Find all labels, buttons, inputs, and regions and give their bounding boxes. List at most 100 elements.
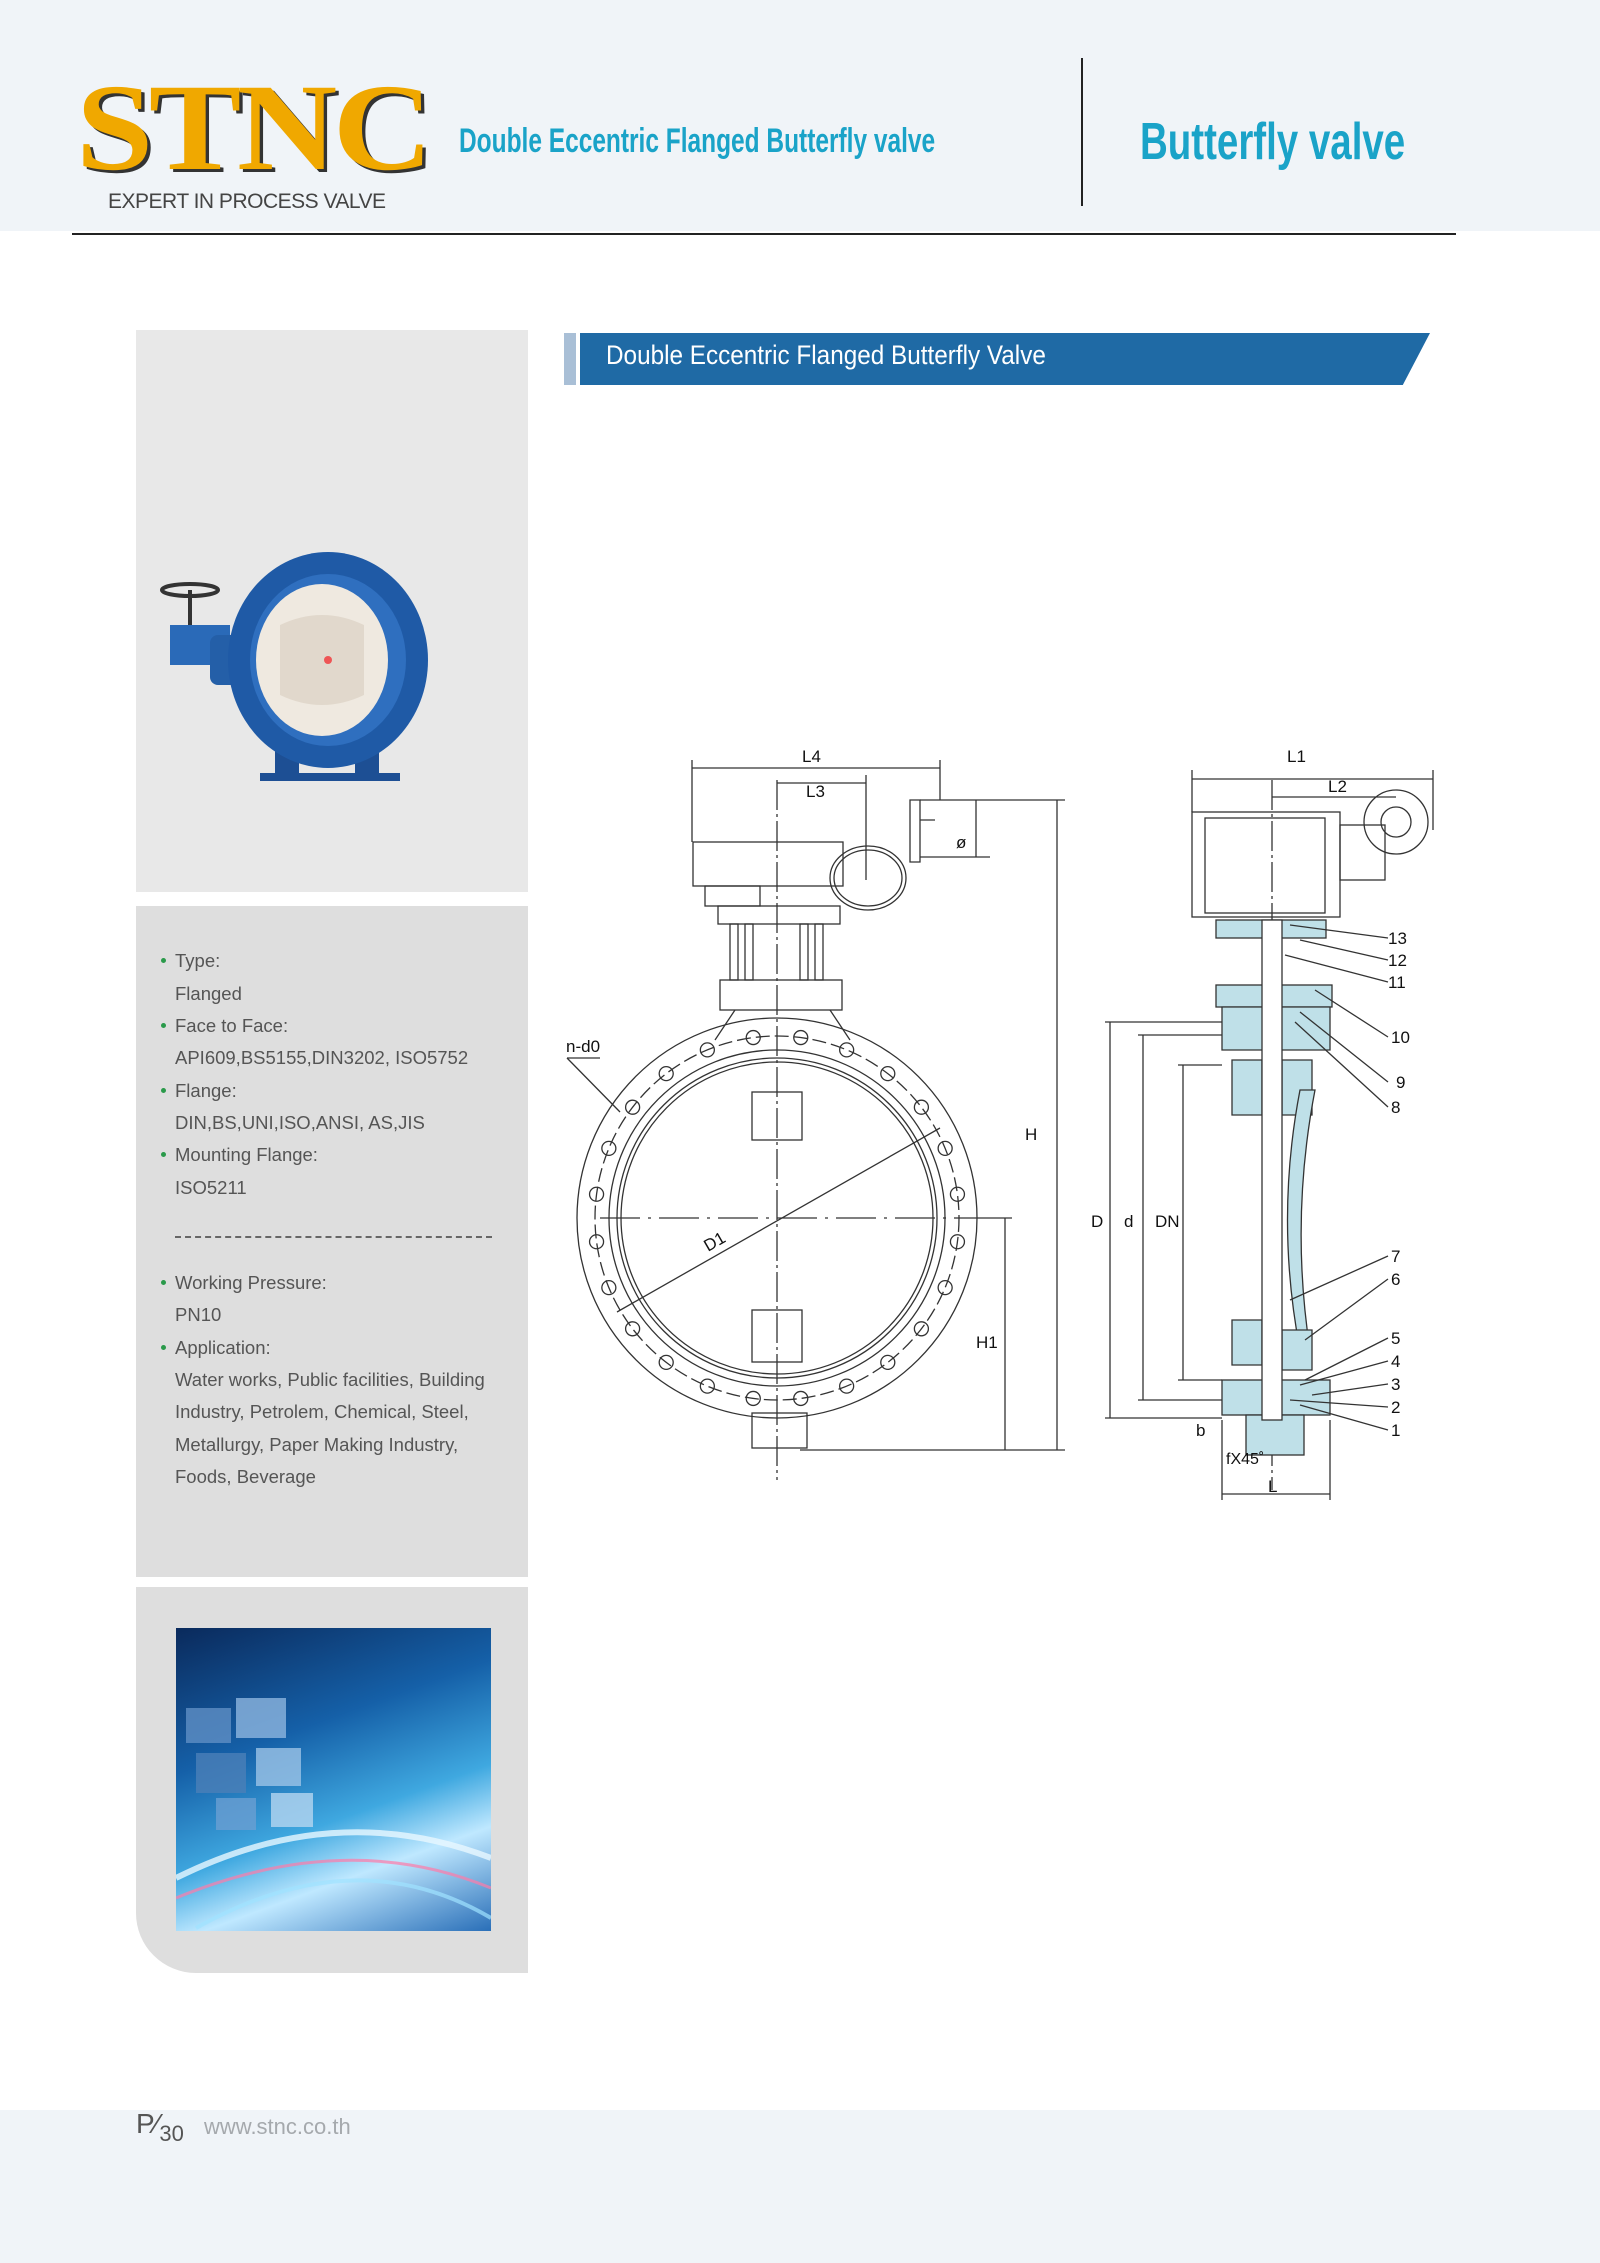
dim-b: b bbox=[1196, 1421, 1205, 1440]
bolt-hole bbox=[880, 1354, 896, 1371]
bolt-hole bbox=[745, 1029, 761, 1046]
spec-flange-label: Flange: bbox=[161, 1080, 237, 1102]
specs-panel bbox=[136, 906, 528, 1577]
part-numbers: 13 12 11 10 9 8 7 6 5 4 3 2 1 bbox=[1388, 929, 1410, 1440]
part-number: 2 bbox=[1391, 1398, 1400, 1417]
part-leaders bbox=[1284, 924, 1389, 1431]
bolt-hole bbox=[588, 1234, 605, 1250]
spec-face-label: Face to Face: bbox=[161, 1015, 289, 1037]
leader-line bbox=[1294, 1021, 1389, 1108]
website-link[interactable]: www.stnc.co.th bbox=[204, 2114, 351, 2139]
spec-flange-value: DIN,BS,UNI,ISO,ANSI, AS,JIS bbox=[175, 1112, 425, 1133]
leader-line bbox=[1299, 1011, 1389, 1083]
product-title: Double Eccentric Flanged Butterfly valve bbox=[459, 122, 936, 160]
section-banner bbox=[580, 333, 1430, 385]
bolt-hole bbox=[658, 1354, 674, 1371]
bolt-holes bbox=[588, 1029, 966, 1407]
leader-line bbox=[1289, 1255, 1389, 1301]
bolt-hole bbox=[624, 1321, 641, 1337]
leader-line bbox=[1284, 954, 1389, 983]
dim-DN: DN bbox=[1155, 1212, 1180, 1231]
stnc-logo: STNC bbox=[76, 59, 433, 196]
bolt-hole bbox=[913, 1099, 930, 1115]
bullet-icon bbox=[161, 1088, 166, 1093]
leader-line bbox=[1289, 924, 1389, 939]
bullet-icon bbox=[161, 1152, 166, 1157]
bolt-hole bbox=[838, 1042, 855, 1058]
spec-mounting-value: ISO5211 bbox=[175, 1177, 247, 1198]
part-number: 12 bbox=[1388, 951, 1407, 970]
bolt-hole bbox=[588, 1186, 605, 1202]
category-title: Butterfly valve bbox=[1140, 113, 1406, 171]
dim-L4: L4 bbox=[802, 747, 821, 766]
spec-application-label: Application: bbox=[161, 1337, 271, 1359]
spec-pressure-value: PN10 bbox=[175, 1304, 222, 1325]
dim-phi: ø bbox=[956, 833, 966, 852]
dim-L3: L3 bbox=[806, 782, 825, 801]
spec-mounting-label: Mounting Flange: bbox=[161, 1144, 318, 1166]
part-number: 5 bbox=[1391, 1329, 1400, 1348]
part-number: 3 bbox=[1391, 1375, 1400, 1394]
leader-line bbox=[1299, 1404, 1389, 1431]
bolt-hole bbox=[838, 1378, 855, 1394]
dim-chamfer: fX45˚ bbox=[1226, 1451, 1264, 1468]
bolt-hole bbox=[913, 1321, 930, 1337]
leader-line bbox=[1304, 1337, 1389, 1381]
page-number: P⁄30 bbox=[136, 2108, 184, 2146]
section-banner-title: Double Eccentric Flanged Butterfly Valve bbox=[606, 340, 1046, 370]
leader-line bbox=[1314, 989, 1389, 1038]
part-number: 4 bbox=[1391, 1352, 1400, 1371]
part-number: 11 bbox=[1388, 973, 1406, 992]
part-number: 9 bbox=[1396, 1073, 1405, 1092]
spec-application-line: Industry, Petrolem, Chemical, Steel, bbox=[175, 1401, 469, 1422]
valve-product-photo bbox=[160, 552, 428, 781]
spec-pressure-label: Working Pressure: bbox=[161, 1272, 327, 1294]
dim-H: H bbox=[1025, 1125, 1037, 1144]
bolt-hole bbox=[949, 1234, 966, 1250]
bullet-icon bbox=[161, 1280, 166, 1285]
spec-application-line: Foods, Beverage bbox=[175, 1466, 316, 1487]
bolt-hole bbox=[624, 1099, 641, 1115]
leader-line bbox=[1299, 1360, 1389, 1386]
technology-illustration bbox=[176, 1628, 491, 1931]
spec-type-label: Type: bbox=[161, 950, 221, 972]
spec-divider bbox=[175, 1236, 492, 1238]
spec-label: Type: bbox=[175, 950, 221, 971]
logo-tagline: EXPERT IN PROCESS VALVE bbox=[108, 190, 386, 213]
dim-D: D bbox=[1091, 1212, 1103, 1231]
bolt-hole bbox=[745, 1390, 761, 1407]
page-number-value: 30 bbox=[159, 2121, 184, 2146]
banner-accent bbox=[564, 333, 576, 385]
spec-type-value: Flanged bbox=[175, 983, 242, 1004]
spec-label: Application: bbox=[175, 1337, 271, 1358]
bolt-hole bbox=[699, 1042, 716, 1058]
spec-label: Face to Face: bbox=[175, 1015, 289, 1036]
bullet-icon bbox=[161, 1345, 166, 1350]
dim-L2: L2 bbox=[1328, 777, 1347, 796]
dim-L: L bbox=[1268, 1477, 1277, 1496]
bolt-hole bbox=[658, 1065, 674, 1082]
bullet-icon bbox=[161, 958, 166, 963]
dim-L1: L1 bbox=[1287, 747, 1306, 766]
spec-label: Working Pressure: bbox=[175, 1272, 327, 1293]
spec-label: Flange: bbox=[175, 1080, 237, 1101]
part-number: 1 bbox=[1391, 1421, 1400, 1440]
bolt-hole bbox=[601, 1279, 617, 1296]
spec-application-line: Water works, Public facilities, Building bbox=[175, 1369, 485, 1390]
bolt-hole bbox=[601, 1140, 617, 1157]
side-view bbox=[1105, 770, 1434, 1500]
footer-background bbox=[0, 2110, 1600, 2263]
dim-n-d0: n-d0 bbox=[566, 1037, 600, 1056]
header-divider bbox=[1081, 58, 1083, 206]
part-number: 7 bbox=[1391, 1247, 1400, 1266]
part-number: 8 bbox=[1391, 1098, 1400, 1117]
bullet-icon bbox=[161, 1023, 166, 1028]
spec-face-value: API609,BS5155,DIN3202, ISO5752 bbox=[175, 1047, 469, 1068]
dim-H1: H1 bbox=[976, 1333, 998, 1352]
leader-line bbox=[1311, 1383, 1389, 1396]
part-number: 10 bbox=[1391, 1028, 1410, 1047]
leader-line bbox=[1289, 1399, 1389, 1408]
bolt-hole bbox=[949, 1186, 966, 1202]
dim-d: d bbox=[1124, 1212, 1133, 1231]
